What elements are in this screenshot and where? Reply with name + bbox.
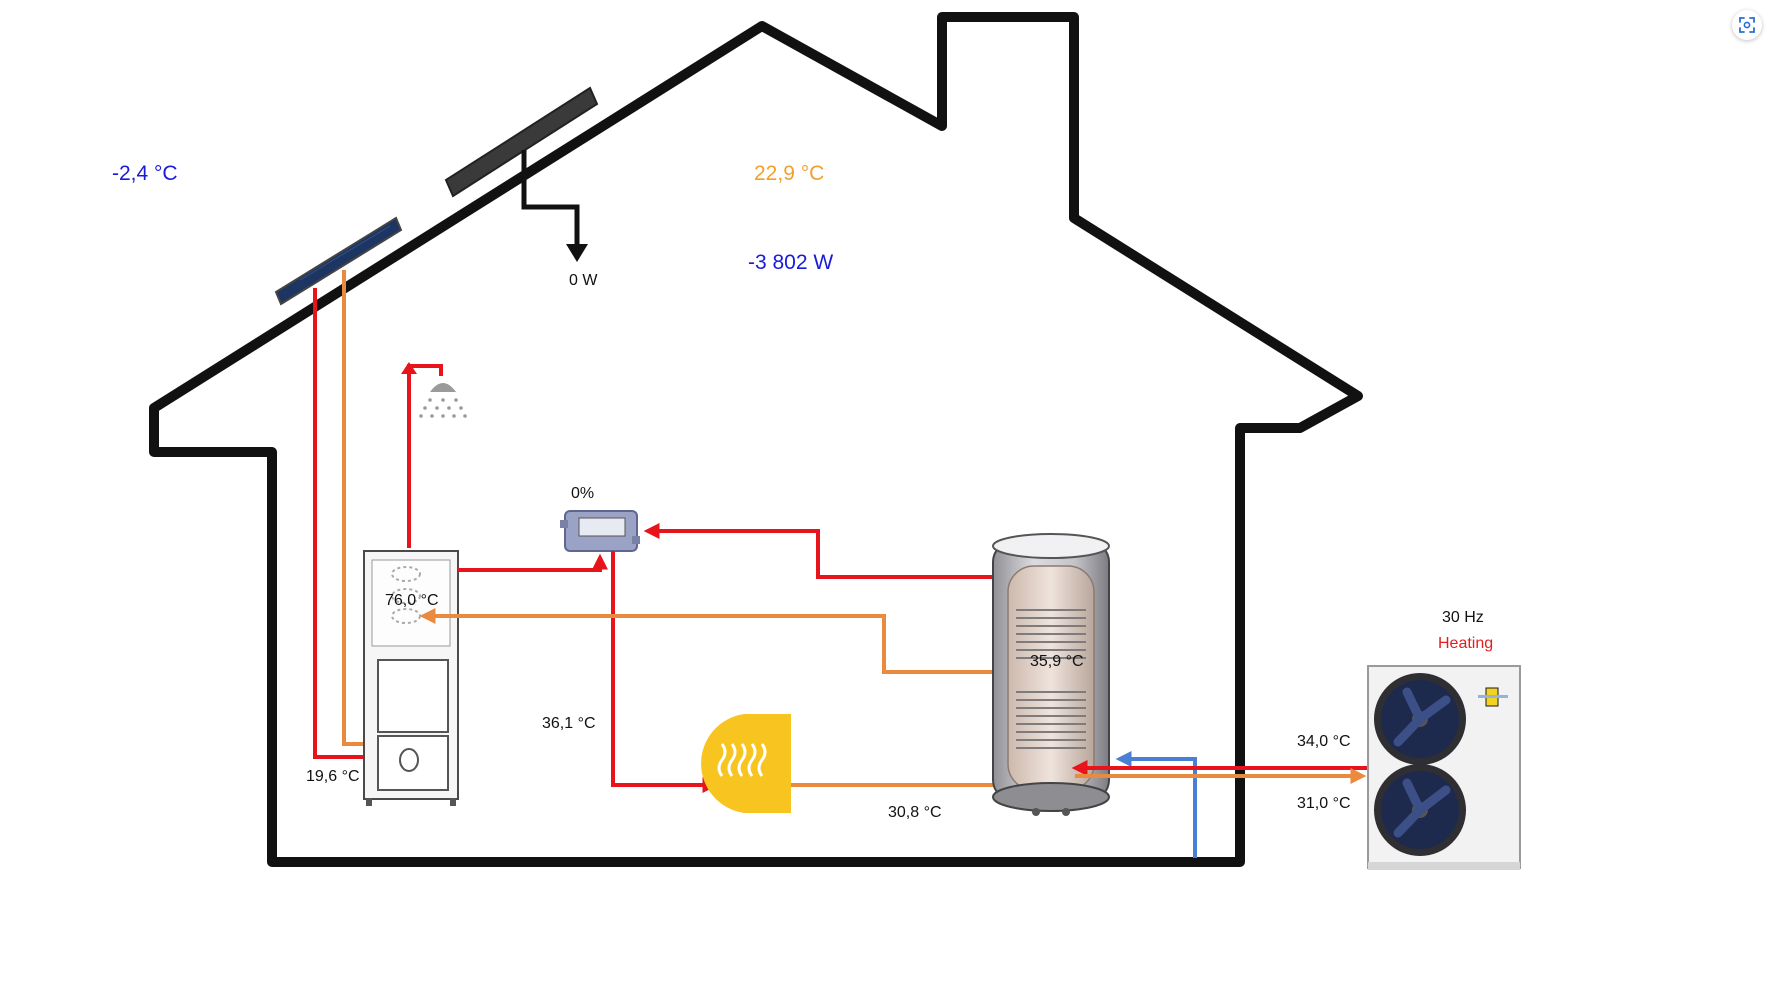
solar-return-temperature: 19,6 °C bbox=[306, 768, 360, 785]
hot-water-pipe bbox=[407, 364, 443, 548]
boiler-temperature: 76,0 °C bbox=[385, 592, 439, 609]
heat-pump-flow-temperature: 34,0 °C bbox=[1297, 733, 1351, 750]
pv-power-arrow bbox=[521, 150, 580, 246]
indoor-temperature: 22,9 °C bbox=[754, 162, 825, 185]
pv-power: 0 W bbox=[569, 272, 598, 289]
pv-panel-icon bbox=[444, 86, 599, 198]
outdoor-temperature: -2,4 °C bbox=[112, 162, 178, 185]
scan-icon bbox=[1739, 17, 1755, 33]
heat-pump-frequency: 30 Hz bbox=[1442, 609, 1484, 626]
house-outline bbox=[149, 12, 1363, 867]
heat-pump-mode: Heating bbox=[1438, 635, 1494, 652]
solar-thermal-panel-icon bbox=[274, 216, 403, 306]
buffer-tank-icon bbox=[992, 533, 1110, 816]
tank-to-mixer-pipe bbox=[643, 523, 993, 579]
shower-icon bbox=[419, 383, 467, 418]
cold-water-pipe bbox=[1115, 751, 1197, 858]
boiler-to-mixer-pipe bbox=[458, 553, 608, 572]
mixing-controller-icon bbox=[560, 510, 640, 552]
grid-power: -3 802 W bbox=[748, 251, 834, 274]
heat-pump-icon bbox=[1367, 665, 1521, 870]
flow-temperature: 36,1 °C bbox=[542, 715, 596, 732]
tank-temperature: 35,9 °C bbox=[1030, 653, 1084, 670]
floor-heating-icon bbox=[701, 714, 791, 813]
tank-to-boiler-return-pipe bbox=[419, 608, 993, 674]
pellet-boiler-icon bbox=[363, 550, 459, 806]
floor-return-temperature: 30,8 °C bbox=[888, 804, 942, 821]
mixer-percent: 0% bbox=[571, 485, 595, 502]
scan-button[interactable] bbox=[1732, 10, 1762, 40]
heat-pump-return-temperature: 31,0 °C bbox=[1297, 795, 1351, 812]
mixer-to-floor-pipe bbox=[611, 551, 719, 793]
